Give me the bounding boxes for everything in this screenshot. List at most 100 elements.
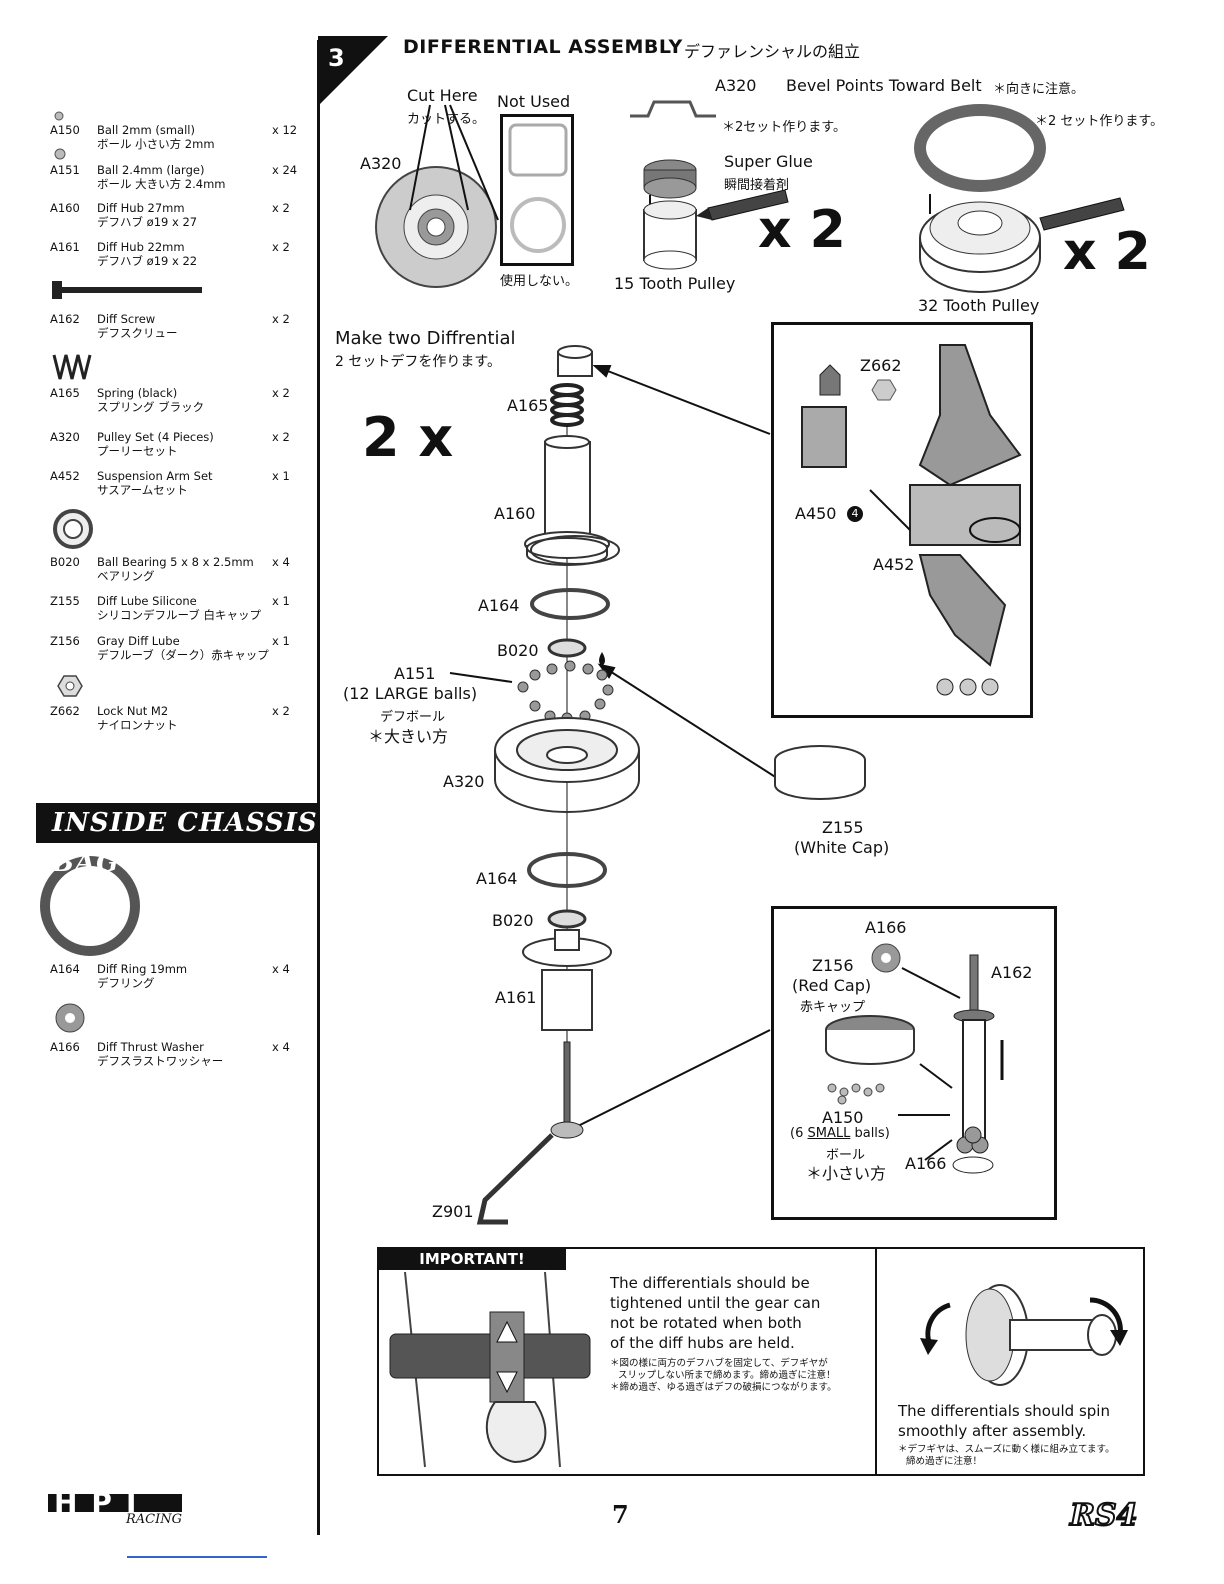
make-two-label: Make two Diffrential bbox=[335, 328, 516, 349]
important-box bbox=[377, 1247, 1145, 1476]
z156-label: Z156 bbox=[812, 956, 854, 975]
bevel-text: Bevel Points Toward Belt bbox=[786, 76, 982, 95]
part-name-en: Diff Hub 27mm bbox=[97, 201, 185, 215]
part-qty: x 4 bbox=[272, 1040, 290, 1054]
part-name-jp: デフスラストワッシャー bbox=[97, 1054, 224, 1068]
a150-label: A150 bbox=[822, 1108, 864, 1127]
spin-text-line: The differentials should spin bbox=[898, 1402, 1110, 1420]
super-glue-label: Super Glue bbox=[724, 152, 813, 171]
part-qty: x 4 bbox=[272, 962, 290, 976]
cup-part bbox=[557, 345, 593, 377]
important-text-line: not be rotated when both bbox=[610, 1314, 802, 1332]
lock-nut-z662 bbox=[871, 379, 897, 401]
a160-label: A160 bbox=[494, 504, 536, 523]
a151-note: (12 LARGE balls) bbox=[343, 684, 478, 703]
pulley-15-diagram bbox=[643, 159, 789, 270]
part-qty: x 2 bbox=[272, 386, 290, 400]
pulley-32-label: 32 Tooth Pulley bbox=[918, 296, 1040, 315]
page-number: 7 bbox=[612, 1500, 629, 1529]
cut-here-label: Cut Here bbox=[407, 86, 478, 105]
spring-icon bbox=[52, 354, 92, 380]
part-name-en: Gray Diff Lube bbox=[97, 634, 180, 648]
z901-label: Z901 bbox=[432, 1202, 474, 1221]
part-code: A166 bbox=[50, 1040, 80, 1054]
part-name-jp: デフリング bbox=[97, 976, 155, 990]
part-name-en: Ball 2mm (small) bbox=[97, 123, 195, 137]
part-qty: x 4 bbox=[272, 555, 290, 569]
part-name-en: Diff Lube Silicone bbox=[97, 594, 197, 608]
bearing-1 bbox=[547, 638, 587, 658]
b020-label-1: B020 bbox=[497, 641, 539, 660]
important-note-1a: ＊図の様に両方のデフハブを固定して、デフギヤが bbox=[610, 1358, 828, 1369]
part-name: Ball 2.4mm (large)ボール 大きい方 2.4mm bbox=[97, 163, 272, 191]
part-name-jp: シリコンデフルーブ 白キャップ bbox=[97, 608, 261, 622]
part-qty: x 24 bbox=[272, 163, 298, 177]
part-qty: x 1 bbox=[272, 469, 290, 483]
part-name-jp: ボール 大きい方 2.4mm bbox=[97, 177, 226, 191]
part-name-jp: スプリング ブラック bbox=[97, 400, 205, 414]
part-name: Pulley Set (4 Pieces)プーリーセット bbox=[97, 430, 272, 458]
spin-note-1: ＊デフギヤは、スムーズに動く様に組み立てます。 bbox=[898, 1444, 1115, 1455]
glue-bottle-icon-2 bbox=[1039, 197, 1125, 231]
exploded-diff-diagram bbox=[449, 345, 866, 1225]
part-code: Z156 bbox=[50, 634, 80, 648]
pulley-32-diagram bbox=[914, 104, 1125, 293]
part-code: A151 bbox=[50, 163, 80, 177]
inside-chassis-bag-banner: INSIDE CHASSIS BAG bbox=[36, 803, 318, 878]
a450-label: A450 bbox=[795, 504, 837, 523]
parts-icons bbox=[40, 111, 202, 1033]
diff-screw-icon bbox=[52, 281, 202, 299]
a150-note-small: SMALL bbox=[807, 1126, 851, 1141]
spin-diagram bbox=[920, 1284, 1128, 1386]
times-2-first: x 2 bbox=[758, 200, 846, 260]
part-qty: x 12 bbox=[272, 123, 298, 137]
balls-ring bbox=[517, 660, 614, 724]
part-code: A320 bbox=[50, 430, 80, 444]
part-name-jp: ボール 小さい方 2mm bbox=[97, 137, 215, 151]
part-name: Ball 2mm (small)ボール 小さい方 2mm bbox=[97, 123, 272, 151]
spring-part bbox=[550, 383, 584, 427]
a450-number-badge: 4 bbox=[847, 506, 863, 522]
diff-ring-1 bbox=[530, 588, 610, 620]
a320-label-top: A320 bbox=[360, 154, 402, 173]
part-name-jp: デフスクリュー bbox=[97, 326, 178, 340]
make-two-jp: 2 セットデフを作ります。 bbox=[335, 354, 501, 370]
not-used-jp: 使用しない。 bbox=[500, 274, 579, 289]
small-balls bbox=[827, 1083, 885, 1105]
important-text-line: tightened until the gear can bbox=[610, 1294, 821, 1312]
part-name-jp: デフハブ ø19 x 22 bbox=[97, 254, 198, 268]
a164-label-1: A164 bbox=[478, 596, 520, 615]
part-qty: x 1 bbox=[272, 594, 290, 608]
diff-hub-a161 bbox=[522, 929, 612, 1031]
two-sets-jp-2: ＊2 セット作ります。 bbox=[1035, 114, 1164, 129]
hpi-logo: HPI RACING bbox=[48, 1494, 183, 1527]
a150-jp-2: ＊小さい方 bbox=[806, 1164, 887, 1183]
part-code: A161 bbox=[50, 240, 80, 254]
part-name-en: Diff Screw bbox=[97, 312, 156, 326]
inset-box-top bbox=[771, 322, 1033, 718]
pulley-cut-diagram bbox=[375, 104, 568, 288]
diff-screw-part bbox=[969, 954, 979, 1016]
glue-bottle-icon bbox=[696, 189, 789, 221]
step-title-jp: デファレンシャルの組立 bbox=[684, 42, 861, 61]
ball-small-icon bbox=[54, 111, 64, 121]
z156-note: (Red Cap) bbox=[792, 976, 872, 995]
bevel-profile-diagram bbox=[630, 100, 716, 118]
important-text-line: of the diff hubs are held. bbox=[610, 1334, 795, 1352]
a162-label: A162 bbox=[991, 963, 1033, 982]
screw-assembly-diagram bbox=[825, 943, 1004, 1174]
super-glue-jp: 瞬間接着剤 bbox=[724, 178, 790, 193]
not-used-label: Not Used bbox=[497, 92, 571, 111]
rs4-logo: RS4 bbox=[1069, 1497, 1138, 1534]
a165-label: A165 bbox=[507, 396, 549, 415]
spin-text-line: smoothly after assembly. bbox=[898, 1422, 1087, 1440]
bevel-code: A320 bbox=[715, 76, 757, 95]
part-name-en: Pulley Set (4 Pieces) bbox=[97, 430, 214, 444]
red-cap-z156 bbox=[825, 1015, 915, 1065]
hand-hold-diagram bbox=[389, 1271, 591, 1468]
